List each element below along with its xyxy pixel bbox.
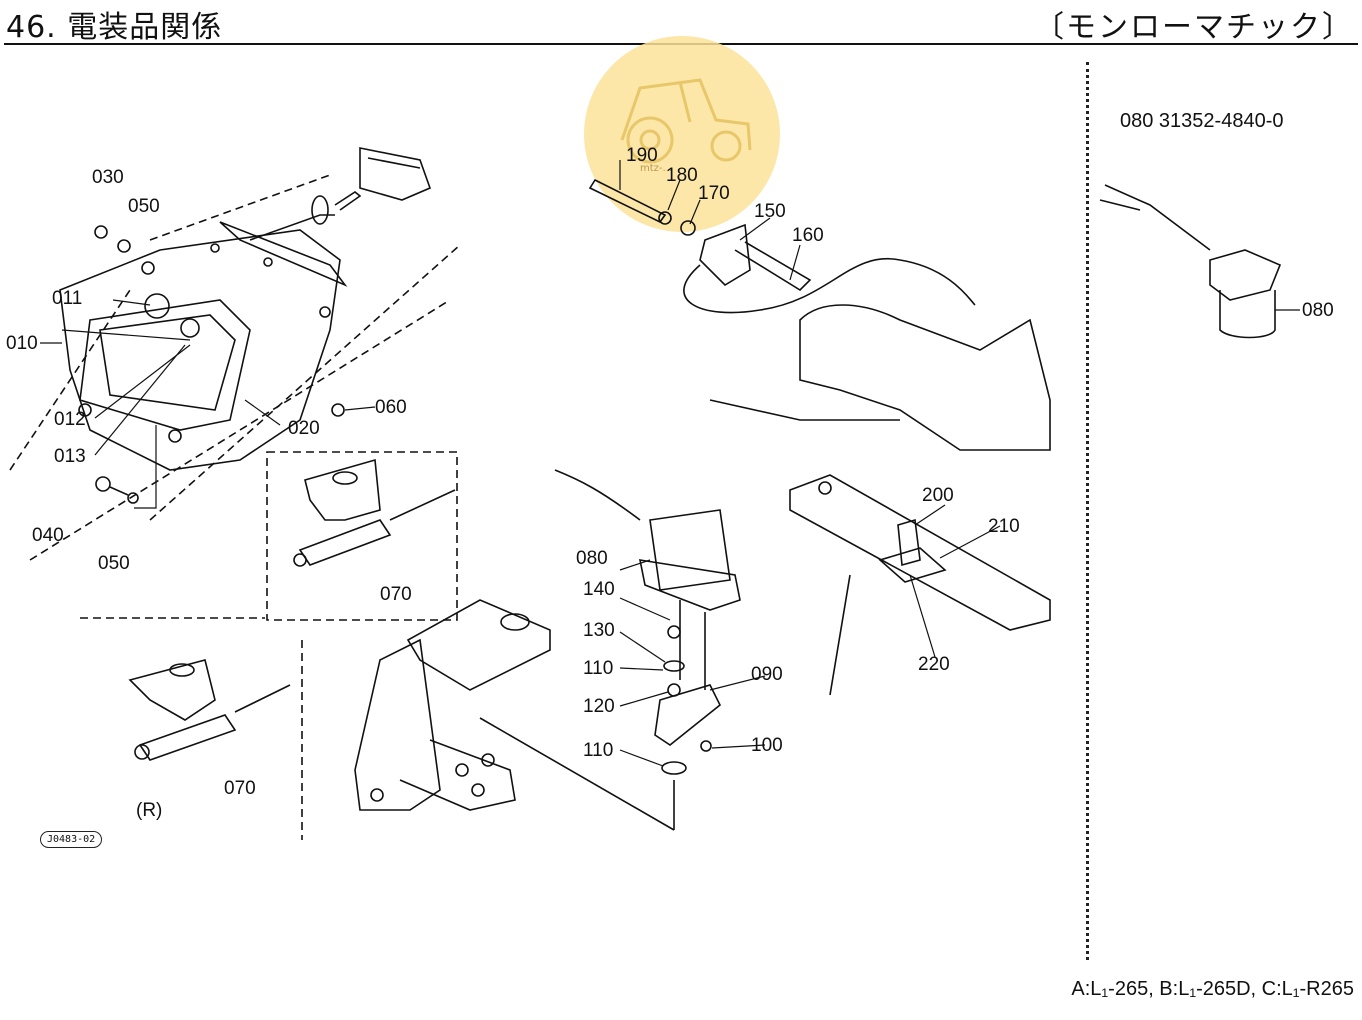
leader-lines	[40, 160, 1300, 767]
r-label: (R)	[136, 800, 163, 821]
callout-170: 170	[698, 183, 730, 204]
dashed-lines	[9, 174, 461, 840]
callout-110-lower: 110	[583, 740, 614, 761]
callout-100: 100	[751, 735, 783, 756]
callout-090: 090	[751, 664, 783, 685]
callout-030: 030	[92, 167, 124, 188]
watermark-text: mtz-...	[640, 163, 673, 174]
inset-part-number: 080 31352-4840-0	[1120, 110, 1284, 132]
mounting-bracket	[354, 599, 675, 831]
page-title: 46. 電装品関係	[6, 10, 223, 45]
callout-080: 080	[576, 548, 608, 569]
callout-020: 020	[288, 418, 320, 439]
callout-120: 120	[583, 696, 615, 717]
callout-013: 013	[54, 446, 86, 467]
callout-010: 010	[6, 333, 38, 354]
callout-150: 150	[754, 201, 786, 222]
sensor-assembly	[588, 178, 1051, 451]
tractor-outline	[620, 78, 752, 164]
callout-190: 190	[626, 145, 658, 166]
callout-012: 012	[54, 409, 86, 430]
bulb-bracket-lower	[128, 659, 291, 761]
inset-callout-080: 080	[1302, 300, 1334, 321]
callout-200: 200	[922, 485, 954, 506]
callout-140: 140	[583, 579, 615, 600]
inset-divider	[1086, 62, 1089, 960]
bulb-bracket-upper	[293, 458, 456, 567]
callout-220: 220	[918, 654, 950, 675]
callout-050-lower: 050	[98, 553, 130, 574]
page-subtitle: 〔モンローマチック〕	[1034, 10, 1354, 45]
callout-110: 110	[583, 658, 614, 679]
callout-180: 180	[666, 165, 698, 186]
model-list: A:L₁-265, B:L₁-265D, C:L₁-R265	[1071, 978, 1354, 1000]
callout-210: 210	[988, 516, 1020, 537]
callout-040: 040	[32, 525, 64, 546]
callout-060: 060	[375, 397, 407, 418]
callout-070-lower: 070	[224, 778, 256, 799]
drawing-code: J0483-02	[40, 831, 103, 848]
instrument-panel	[59, 147, 432, 504]
unit-080	[554, 469, 741, 830]
inset-unit-080	[1099, 184, 1282, 339]
callout-160: 160	[792, 225, 824, 246]
callout-050: 050	[128, 196, 160, 217]
callout-011: 011	[52, 288, 83, 309]
callout-130: 130	[583, 620, 615, 641]
switch-plate	[789, 474, 1051, 696]
callout-070-upper: 070	[380, 584, 412, 605]
